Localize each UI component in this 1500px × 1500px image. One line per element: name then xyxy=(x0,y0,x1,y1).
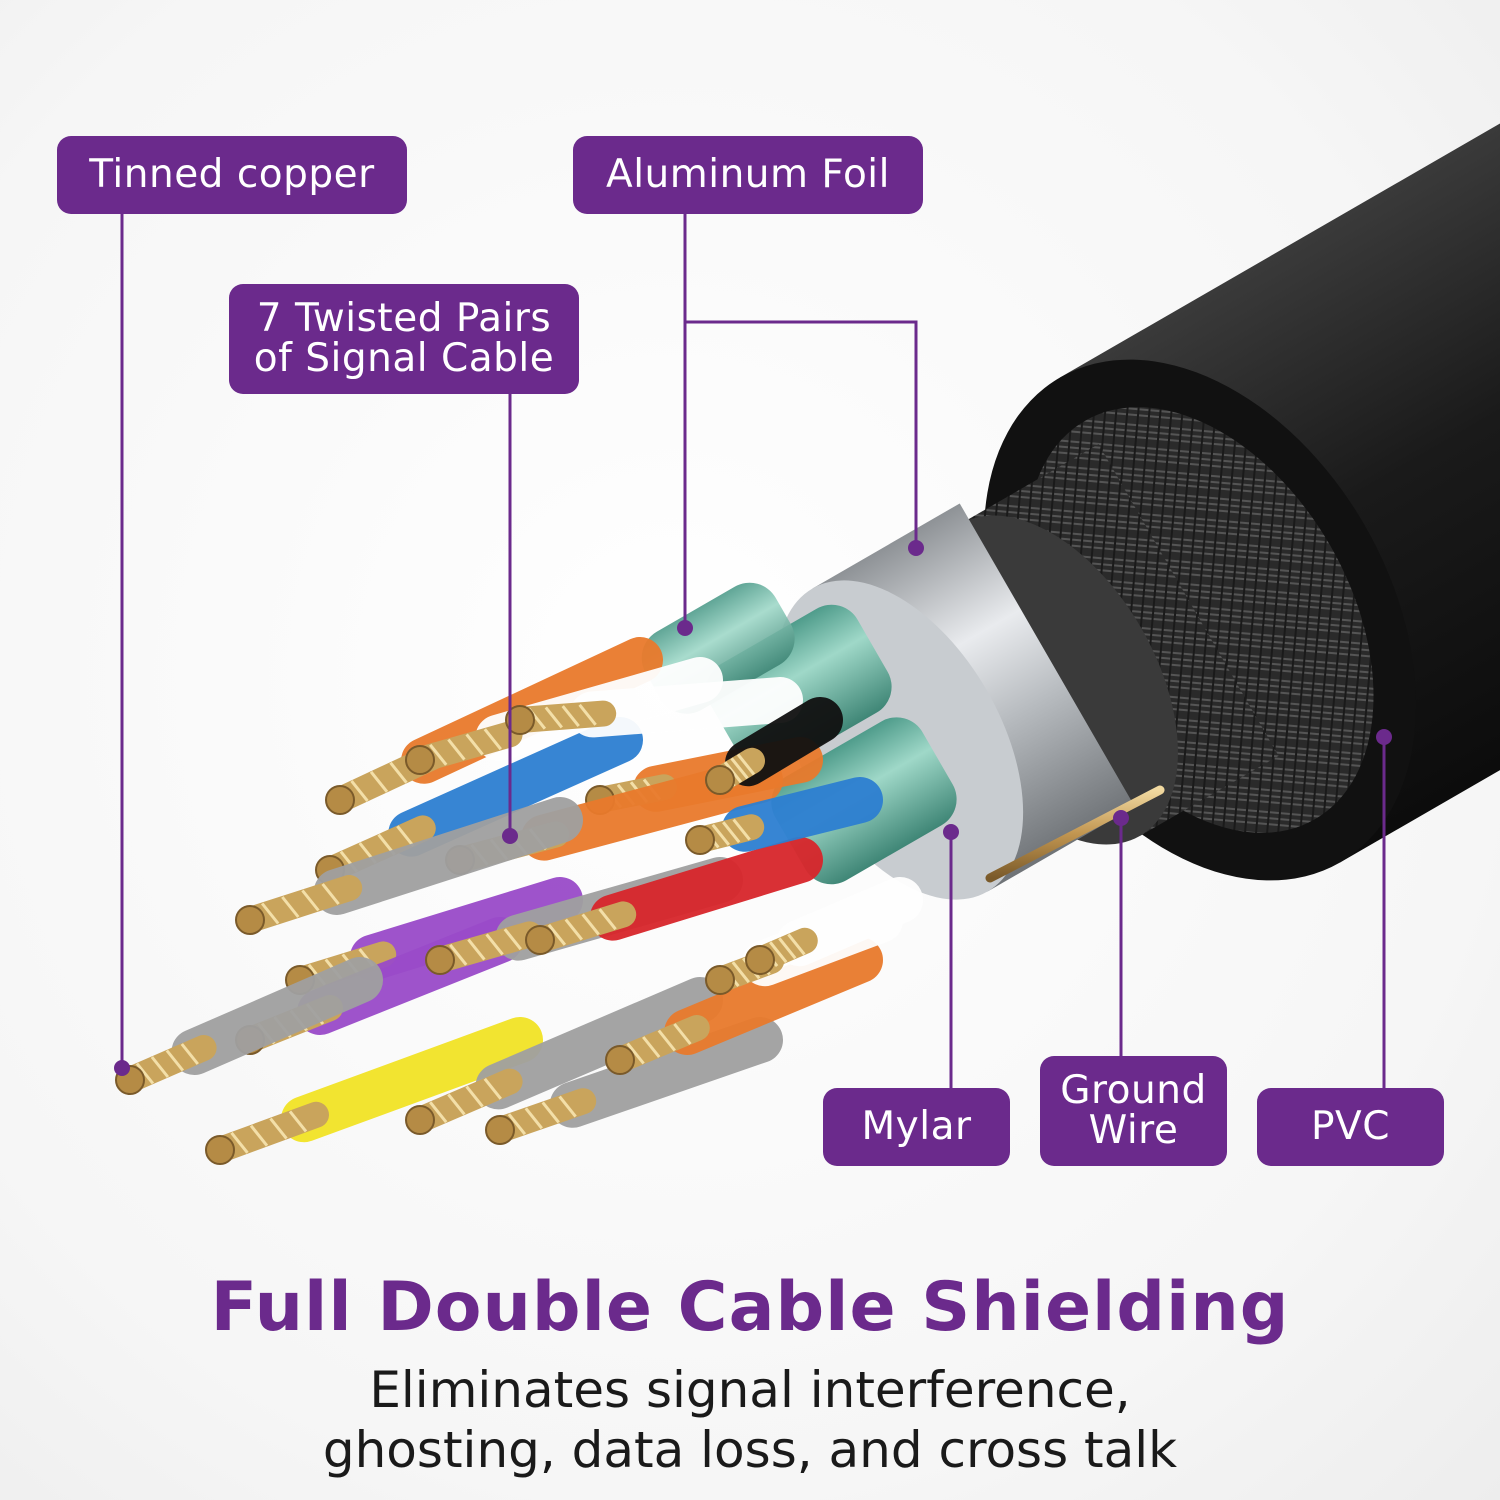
signal-wire xyxy=(605,937,883,1075)
signal-wire xyxy=(685,777,883,855)
label-tinned-copper: Tinned copper xyxy=(57,136,407,214)
leader-lines xyxy=(120,212,1386,1088)
signal-wire xyxy=(745,877,923,975)
signal-wire xyxy=(705,697,843,795)
label-twisted-pairs: 7 Twisted Pairs of Signal Cable xyxy=(229,284,579,394)
signal-wire xyxy=(235,797,583,935)
label-mylar: Mylar xyxy=(823,1088,1010,1166)
signal-wire xyxy=(205,1017,543,1165)
subheadline: Eliminates signal interference, ghosting… xyxy=(322,1361,1178,1479)
ground-wire xyxy=(985,785,1165,883)
label-aluminum-foil: Aluminum Foil xyxy=(573,136,923,214)
label-pvc: PVC xyxy=(1257,1088,1444,1166)
signal-wires xyxy=(115,637,923,1165)
signal-wire xyxy=(505,677,803,738)
signal-wire xyxy=(115,957,383,1095)
label-ground-wire: Ground Wire xyxy=(1040,1056,1227,1166)
headline: Full Double Cable Shielding xyxy=(210,1268,1290,1347)
aluminum-foil-leader-branch xyxy=(685,320,918,548)
signal-wire xyxy=(485,1017,783,1145)
signal-wire xyxy=(525,837,823,955)
signal-wire xyxy=(405,977,723,1135)
leader-dots xyxy=(114,540,1392,1076)
